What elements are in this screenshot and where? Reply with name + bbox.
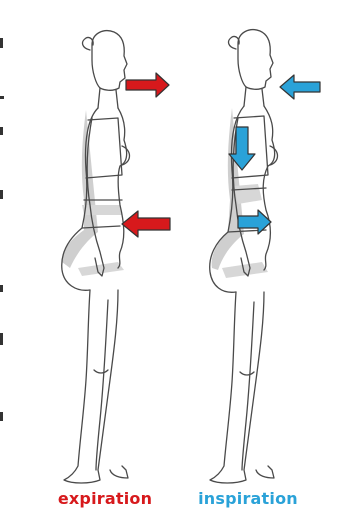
- abdomen-inward-arrow: [122, 211, 170, 237]
- inspiration-label: inspiration: [178, 489, 318, 508]
- inhale-mouth-arrow: [280, 75, 320, 99]
- exhale-mouth-arrow: [126, 73, 169, 97]
- figure-expiration: [62, 31, 130, 483]
- expiration-label: expiration: [35, 489, 175, 508]
- figure-inspiration: [210, 30, 278, 483]
- page-edge-marks: [0, 38, 4, 421]
